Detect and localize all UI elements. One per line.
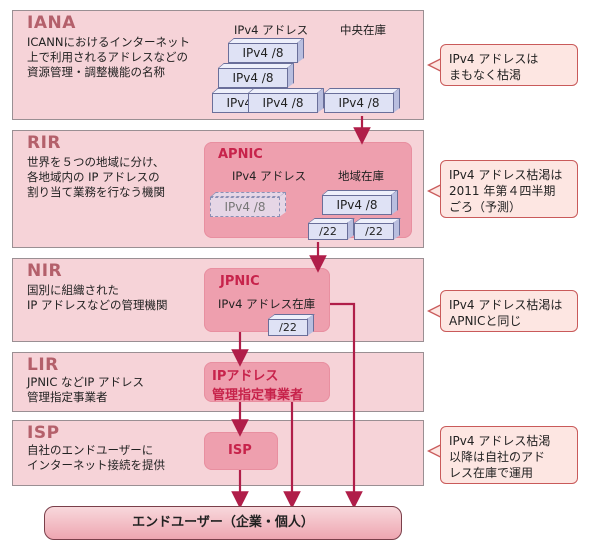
band-desc-iana: ICANNにおけるインターネット 上で利用されるアドレスなどの 資源管理・調整機…	[27, 35, 190, 79]
band-desc-lir: JPNIC などIP アドレス 管理指定事業者	[27, 375, 144, 404]
jpnic-stock-label: IPv4 アドレス在庫	[218, 297, 316, 311]
band-desc-nir: 国別に組織された IP アドレスなどの管理機関	[27, 283, 168, 312]
band-desc-rir: 世界を５つの地域に分け、 各地域内の IP アドレスの 割り当て業務を行なう機関	[27, 155, 165, 199]
end-user-box: エンドユーザー（企業・個人）	[44, 506, 402, 540]
isp-org-title: ISP	[228, 443, 252, 458]
apnic-block-depleted: IPv4 /8	[210, 192, 288, 217]
band-title-rir: RIR	[27, 133, 62, 153]
lir-org-title: IPアドレス 管理指定事業者	[212, 369, 304, 403]
apnic-sub-block-1: /22	[308, 218, 358, 240]
apnic-block-regional: IPv4 /8	[322, 190, 400, 215]
band-title-isp: ISP	[27, 423, 60, 443]
apnic-col-regional: 地域在庫	[338, 169, 384, 183]
iana-block-central: IPv4 /8	[324, 88, 402, 113]
iana-col-central: 中央在庫	[340, 23, 386, 37]
jpnic-title: JPNIC	[220, 274, 260, 289]
band-title-lir: LIR	[27, 355, 59, 375]
callout-isp: IPv4 アドレス枯渇 以降は自社のアド レス在庫で運用	[440, 426, 578, 484]
callout-nir: IPv4 アドレス枯渇は APNICと同じ	[440, 290, 578, 332]
jpnic-sub-block: /22	[268, 314, 318, 336]
band-title-nir: NIR	[27, 261, 63, 281]
lir-org-box	[204, 362, 330, 402]
arrow-jpnic-to-enduser	[330, 302, 363, 509]
isp-org-box	[204, 432, 278, 470]
iana-block-mid-left: IPv4 /8	[218, 63, 296, 88]
band-title-iana: IANA	[27, 13, 76, 33]
apnic-col-address: IPv4 アドレス	[232, 169, 307, 183]
apnic-title: APNIC	[218, 147, 263, 162]
band-desc-isp: 自社のエンドユーザーに インターネット接続を提供	[27, 443, 165, 472]
iana-col-address: IPv4 アドレス	[234, 23, 309, 37]
callout-iana: IPv4 アドレスは まもなく枯渇	[440, 44, 578, 86]
callout-rir: IPv4 アドレス枯渇は 2011 年第４四半期 ごろ（予測）	[440, 160, 578, 218]
iana-block-bottom-right: IPv4 /8	[248, 88, 326, 113]
apnic-sub-block-2: /22	[354, 218, 404, 240]
